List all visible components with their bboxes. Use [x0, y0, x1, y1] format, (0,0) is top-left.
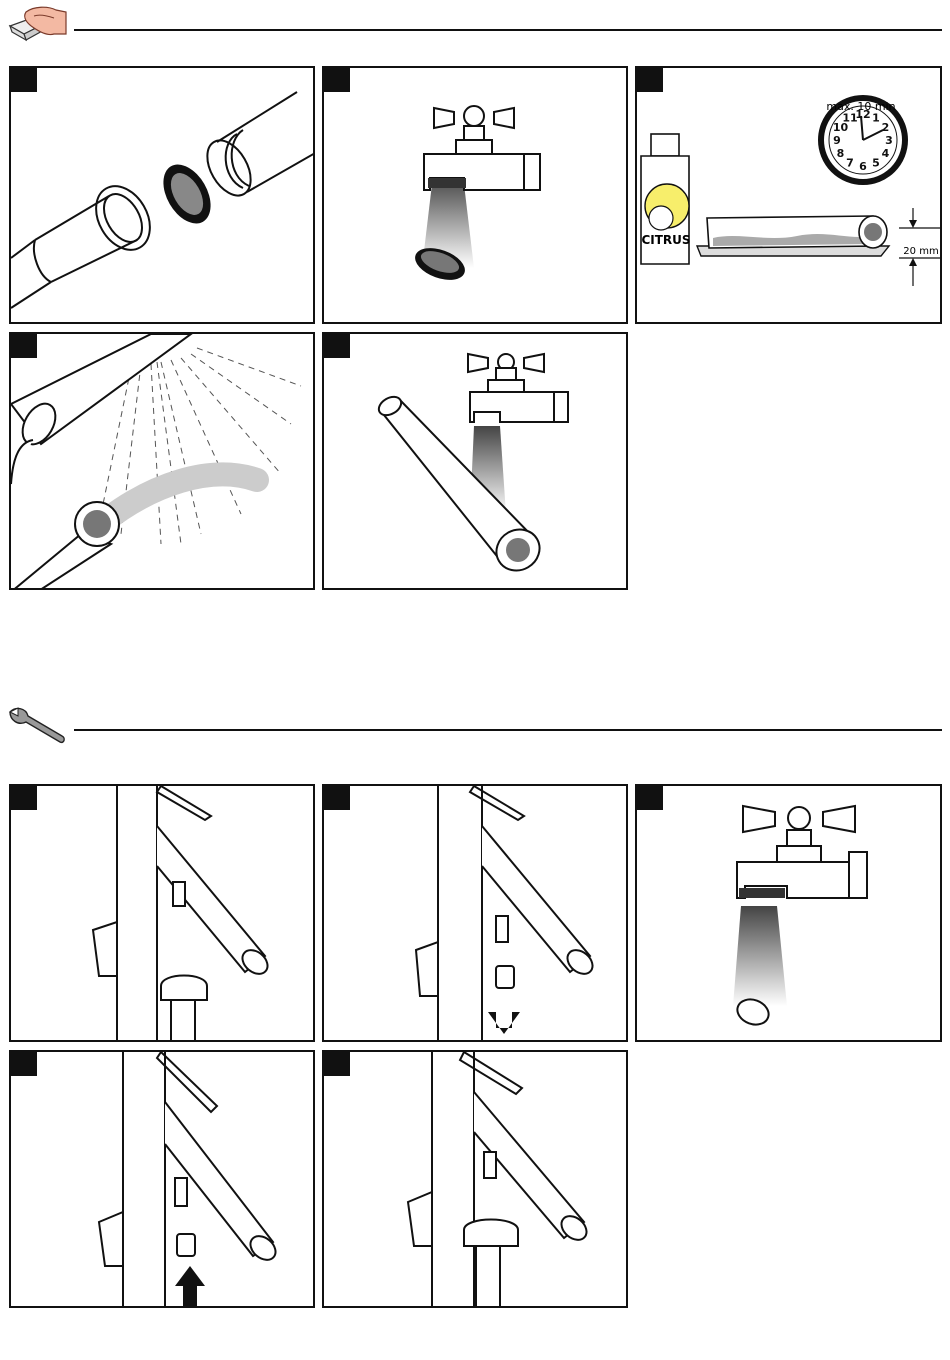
hand-cleaning-icon — [4, 4, 70, 46]
step-panel-insert-aerator — [9, 1050, 315, 1308]
clock-numeral: 2 — [882, 121, 890, 134]
clock-numeral: 9 — [833, 134, 841, 147]
step-panel-rinse-head — [322, 332, 628, 590]
head-rinse-illustration — [324, 334, 628, 590]
step-panel-rub-nozzles — [9, 332, 315, 590]
faucet-screw-illustration — [324, 1052, 628, 1308]
clock-numeral: 7 — [846, 157, 854, 170]
section-divider — [74, 729, 942, 731]
aerator-rinse-illustration — [637, 786, 942, 1042]
spray-illustration — [11, 334, 315, 590]
clock-numeral: 8 — [837, 147, 845, 160]
tap-rinse-illustration — [324, 68, 628, 324]
clock-numeral: 5 — [872, 157, 880, 170]
faucet-remove-illustration — [324, 786, 628, 1042]
clock-numeral: 1 — [872, 112, 880, 125]
filter-removal-illustration — [11, 68, 315, 324]
step-panel-remove-filter — [9, 66, 315, 324]
faucet-unscrew-illustration — [11, 786, 315, 1042]
wrench-icon — [6, 704, 68, 746]
step-panel-rinse-filter — [322, 66, 628, 324]
step-panel-rinse-aerator — [635, 784, 942, 1042]
clock-numeral: 11 — [842, 112, 857, 125]
clock-numeral: 4 — [882, 147, 890, 160]
step-panel-unscrew-aerator — [9, 784, 315, 1042]
citrus-bottle-label: CITRUS — [641, 233, 690, 247]
section-divider — [74, 29, 942, 31]
depth-label: 20 mm — [903, 246, 938, 257]
soak-time-label: max. 10 min — [826, 100, 895, 113]
step-panel-screw-aerator — [322, 1050, 628, 1308]
clock-numeral: 6 — [859, 160, 867, 173]
step-panel-remove-aerator — [322, 784, 628, 1042]
faucet-insert-illustration — [11, 1052, 315, 1308]
clock-numeral: 3 — [885, 134, 893, 147]
